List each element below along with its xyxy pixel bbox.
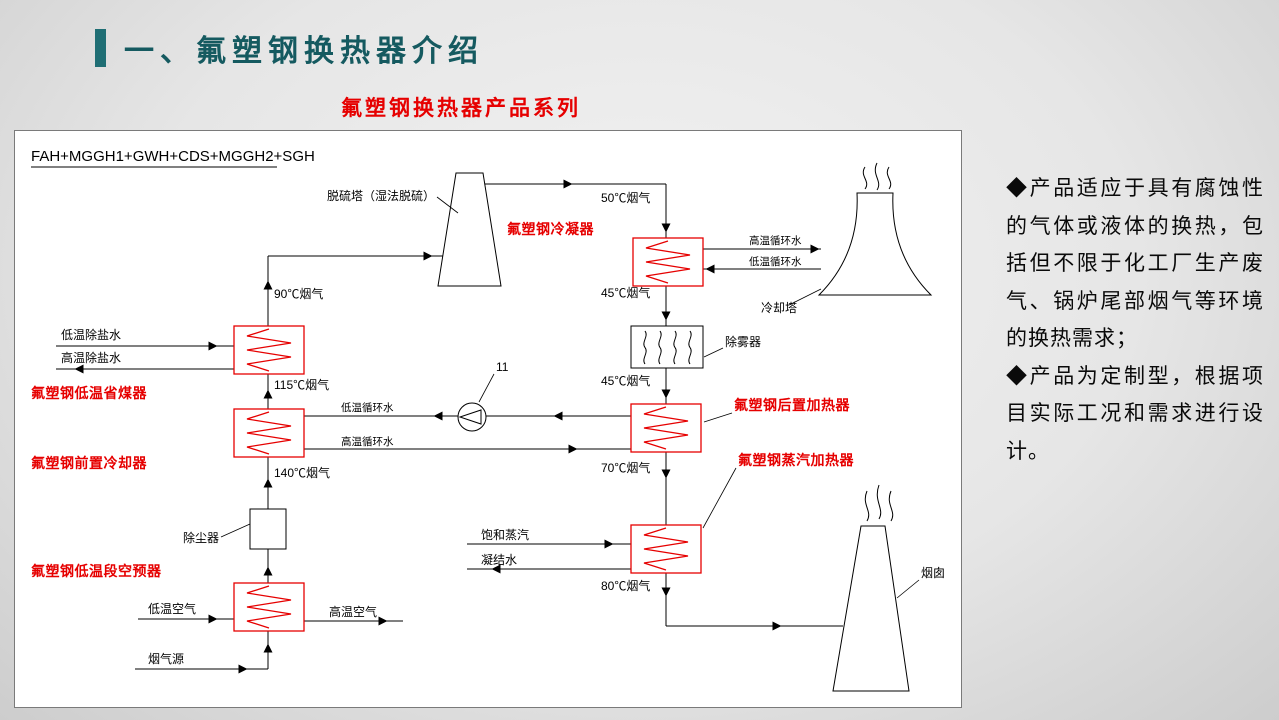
product-description: ◆产品适应于具有腐蚀性的气体或液体的换热，包括但不限于化工厂生产废气、锅炉尾部烟…	[1006, 170, 1264, 470]
pump-number-label: 11	[496, 360, 509, 374]
cold-circulating-water-mid-label: 低温循环水	[341, 401, 394, 414]
flue-140c-label: 140℃烟气	[274, 465, 330, 480]
title-accent-bar	[95, 29, 106, 67]
chimney	[832, 484, 910, 692]
flue-115c-label: 115℃烟气	[274, 377, 329, 392]
postheater-exchanger	[630, 403, 702, 453]
cooling-tower-label: 冷却塔	[761, 301, 797, 315]
condensate-water-label: 凝结水	[481, 552, 517, 567]
air-preheater-label: 氟塑钢低温段空预器	[31, 563, 162, 579]
air-preheater-exchanger	[233, 582, 305, 632]
economizer-exchanger	[233, 325, 305, 375]
cold-circulating-water-top-label: 低温循环水	[749, 255, 802, 268]
condenser-exchanger	[632, 237, 704, 287]
flue-50c-label: 50℃烟气	[601, 190, 650, 205]
circulation-pump	[457, 402, 487, 432]
hot-desalted-water-label: 高温除盐水	[61, 350, 121, 365]
cold-desalted-water-label: 低温除盐水	[61, 327, 121, 342]
precooler-label: 氟塑钢前置冷却器	[31, 455, 147, 471]
flue-gas-source-label: 烟气源	[148, 651, 184, 666]
pipes	[56, 179, 843, 674]
flue-80c-label: 80℃烟气	[601, 578, 650, 593]
hot-circulating-water-top-label: 高温循环水	[749, 234, 802, 247]
dust-collector-label: 除尘器	[183, 530, 219, 545]
formula-text: FAH+MGGH1+GWH+CDS+MGGH2+SGH	[31, 148, 315, 165]
flue-45c-upper-label: 45℃烟气	[601, 285, 650, 300]
system-formula: FAH+MGGH1+GWH+CDS+MGGH2+SGH	[31, 148, 315, 168]
condenser-label: 氟塑钢冷凝器	[507, 221, 594, 237]
desulfurization-tower	[437, 172, 502, 287]
flue-70c-label: 70℃烟气	[601, 460, 650, 475]
saturated-steam-label: 饱和蒸汽	[481, 527, 529, 542]
process-flow-diagram: FAH+MGGH1+GWH+CDS+MGGH2+SGH	[31, 148, 945, 692]
steam-heater-exchanger	[630, 524, 702, 574]
hot-air-label: 高温空气	[329, 604, 377, 619]
chimney-label: 烟囱	[921, 566, 945, 580]
dust-collector-unit	[249, 508, 287, 550]
process-diagram-panel: FAH+MGGH1+GWH+CDS+MGGH2+SGH	[14, 130, 962, 708]
flue-45c-lower-label: 45℃烟气	[601, 373, 650, 388]
description-bullet-2: ◆产品为定制型，根据项目实际工况和需求进行设计。	[1006, 364, 1264, 463]
steam-heater-label: 氟塑钢蒸汽加热器	[738, 452, 854, 468]
precooler-exchanger	[233, 408, 305, 458]
stream-labels: 脱硫塔（湿法脱硫） 50℃烟气 高温循环水 低温循环水 冷却塔 45℃烟气 除雾…	[61, 188, 945, 666]
cooling-tower	[817, 162, 933, 296]
page-title: 一、氟塑钢换热器介绍	[124, 35, 484, 68]
hot-circulating-water-mid-label: 高温循环水	[341, 435, 394, 448]
economizer-label: 氟塑钢低温省煤器	[31, 385, 147, 401]
diagram-subtitle: 氟塑钢换热器产品系列	[341, 97, 581, 120]
flue-90c-label: 90℃烟气	[274, 286, 323, 301]
cold-air-label: 低温空气	[148, 601, 196, 616]
demister-unit	[630, 325, 704, 369]
postheater-label: 氟塑钢后置加热器	[734, 397, 850, 413]
demister-label: 除雾器	[725, 334, 761, 349]
description-bullet-1: ◆产品适应于具有腐蚀性的气体或液体的换热，包括但不限于化工厂生产废气、锅炉尾部烟…	[1006, 177, 1264, 350]
desulfurization-tower-label: 脱硫塔（湿法脱硫）	[327, 188, 435, 203]
equipment-labels: 氟塑钢冷凝器 氟塑钢低温省煤器 氟塑钢前置冷却器 氟塑钢低温段空预器 氟塑钢后置…	[31, 221, 854, 579]
